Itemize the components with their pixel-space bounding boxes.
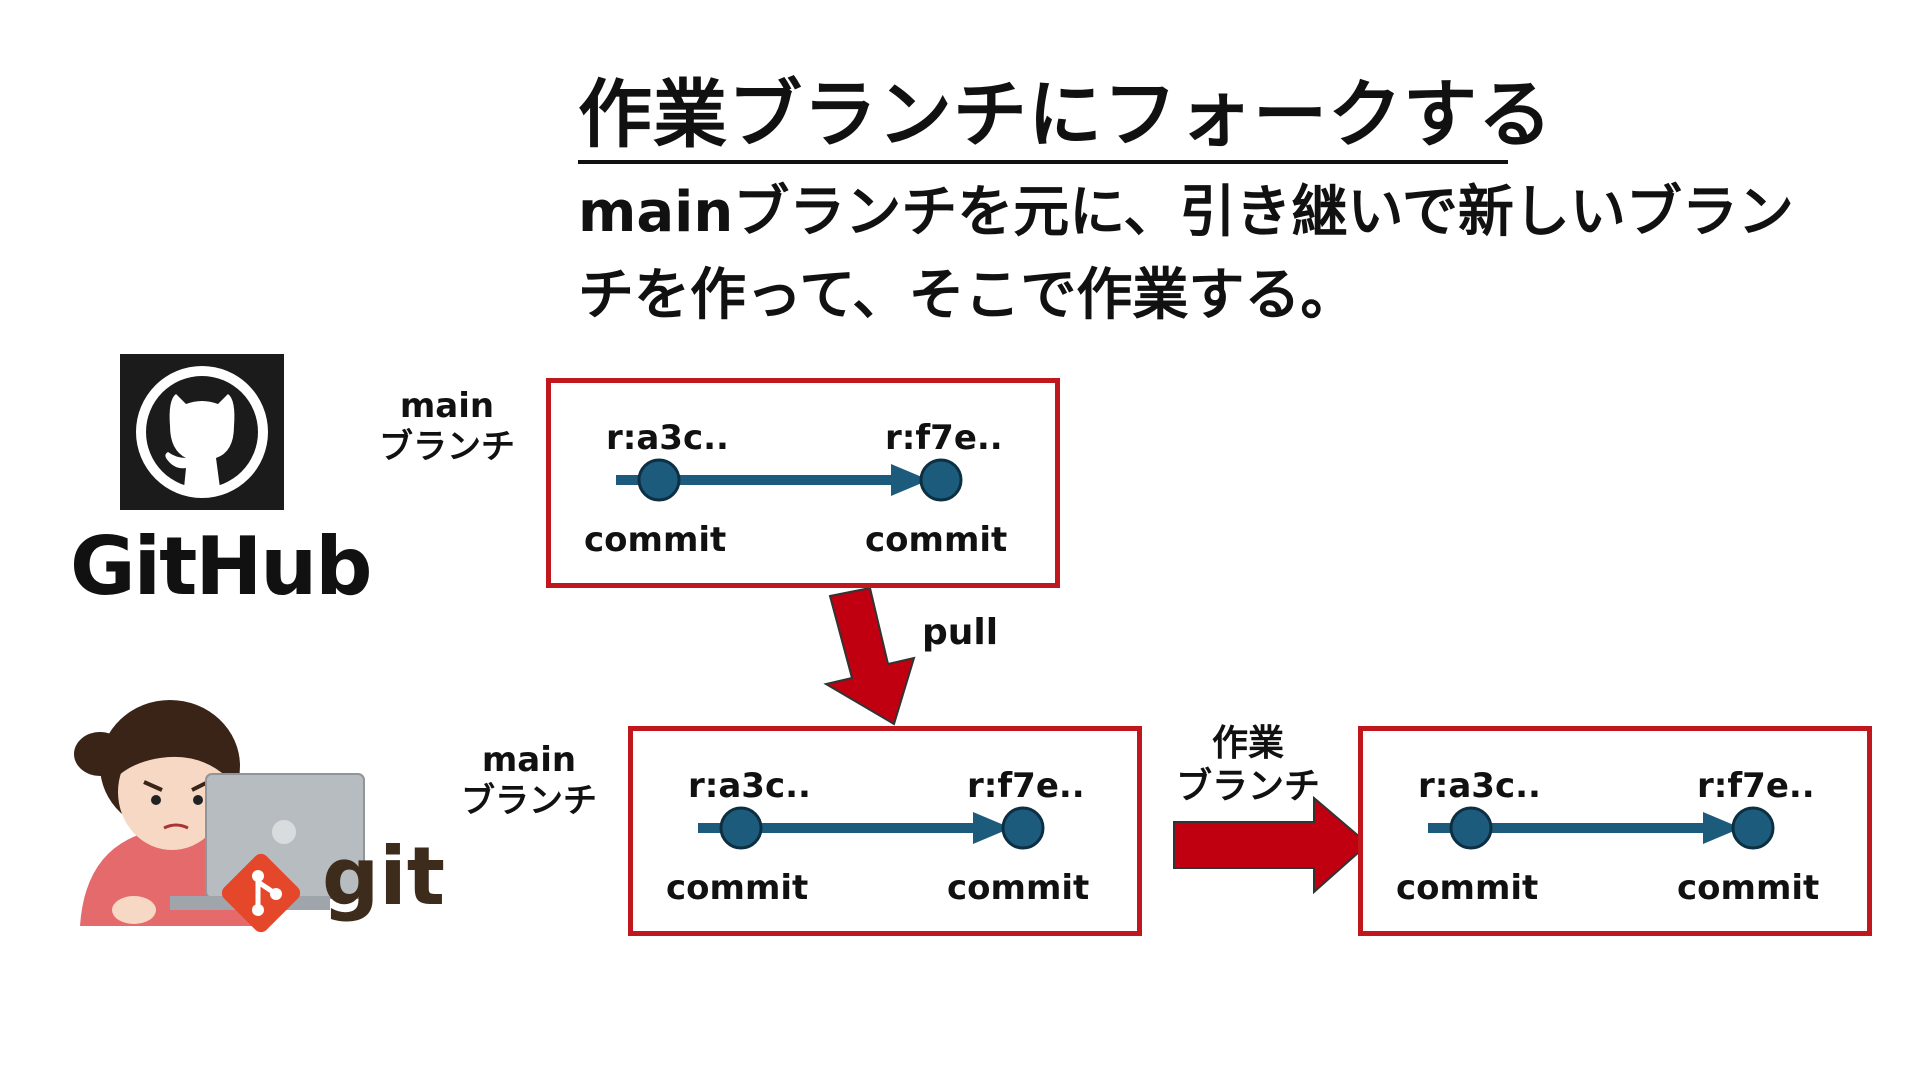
commit-label: commit bbox=[1396, 868, 1539, 908]
commit-label: commit bbox=[947, 868, 1090, 908]
timeline-arrowhead bbox=[973, 812, 1011, 844]
commit-node bbox=[719, 806, 763, 850]
commit-node bbox=[1449, 806, 1493, 850]
commit-node bbox=[1001, 806, 1045, 850]
remote-main-branch-label: main ブランチ bbox=[372, 386, 522, 468]
description-line-2: チを作って、そこで作業する。 bbox=[578, 263, 1357, 328]
work-branch-label-line1: 作業 bbox=[1212, 723, 1285, 764]
commit-label: commit bbox=[666, 868, 809, 908]
commit-label: commit bbox=[1677, 868, 1820, 908]
git-logo-text: git bbox=[322, 830, 445, 923]
pull-label: pull bbox=[922, 612, 999, 653]
remote-timeline bbox=[616, 458, 963, 502]
remote-main-panel: r:a3c.. r:f7e.. commit commit bbox=[546, 378, 1060, 588]
local-main-branch-label: main ブランチ bbox=[454, 740, 604, 822]
local-timeline bbox=[698, 806, 1045, 850]
commit-rev: r:f7e.. bbox=[1697, 766, 1815, 806]
work-branch-panel: r:a3c.. r:f7e.. commit commit bbox=[1358, 726, 1872, 936]
github-logo-text: GitHub bbox=[70, 520, 372, 613]
work-timeline bbox=[1428, 806, 1775, 850]
git-diamond-icon bbox=[218, 850, 304, 936]
commit-label: commit bbox=[584, 520, 727, 560]
remote-main-label-line1: main bbox=[399, 386, 495, 426]
page-title: 作業ブランチにフォークする bbox=[578, 72, 1553, 158]
title-underline bbox=[578, 160, 1508, 164]
remote-main-label-line2: ブランチ bbox=[379, 426, 515, 467]
commit-rev: r:f7e.. bbox=[885, 418, 1003, 458]
description-line-1: mainブランチを元に、引き継いで新しいブラン bbox=[578, 180, 1794, 245]
pull-arrow bbox=[816, 586, 926, 728]
commit-rev: r:a3c.. bbox=[1418, 766, 1541, 806]
local-main-label-line1: main bbox=[481, 740, 577, 780]
commit-rev: r:a3c.. bbox=[688, 766, 811, 806]
timeline-arrowhead bbox=[1703, 812, 1741, 844]
timeline-arrowhead bbox=[891, 464, 929, 496]
fork-arrow bbox=[1172, 795, 1372, 906]
github-octocat-icon bbox=[120, 354, 284, 510]
commit-node bbox=[919, 458, 963, 502]
work-branch-label: 作業 ブランチ bbox=[1176, 722, 1320, 808]
commit-node bbox=[637, 458, 681, 502]
commit-node bbox=[1731, 806, 1775, 850]
local-main-label-line2: ブランチ bbox=[461, 780, 597, 821]
commit-rev: r:f7e.. bbox=[967, 766, 1085, 806]
commit-label: commit bbox=[865, 520, 1008, 560]
local-main-panel: r:a3c.. r:f7e.. commit commit bbox=[628, 726, 1142, 936]
work-branch-label-line2: ブランチ bbox=[1176, 766, 1321, 808]
commit-rev: r:a3c.. bbox=[606, 418, 729, 458]
